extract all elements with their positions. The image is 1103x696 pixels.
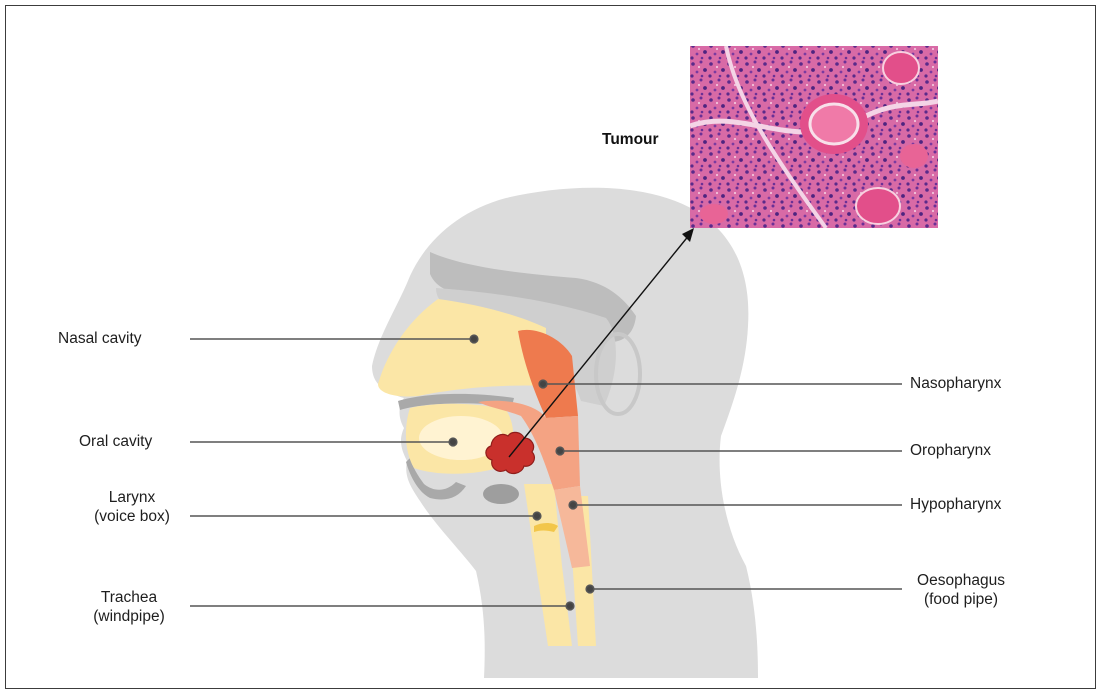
- larynx-label: Larynx (voice box): [80, 488, 184, 526]
- oesophagus-label: Oesophagus (food pipe): [906, 571, 1016, 609]
- tumour-label: Tumour: [602, 131, 659, 149]
- hyoid-bone: [483, 484, 519, 504]
- oral-cavity-label: Oral cavity: [79, 432, 152, 451]
- hypopharynx-label: Hypopharynx: [910, 495, 1001, 514]
- larynx-label-line1: Larynx: [80, 488, 184, 507]
- trachea-label-line1: Trachea: [76, 588, 182, 607]
- figure-frame: Tumour Nasal cavity Oral cavity Larynx (…: [5, 5, 1096, 689]
- nasopharynx-label: Nasopharynx: [910, 374, 1001, 393]
- histology-micrograph: [690, 46, 938, 228]
- oesophagus-label-line1: Oesophagus: [906, 571, 1016, 590]
- nasal-cavity-label: Nasal cavity: [58, 329, 142, 348]
- trachea-label: Trachea (windpipe): [76, 588, 182, 626]
- oesophagus-label-line2: (food pipe): [906, 590, 1016, 609]
- trachea-label-line2: (windpipe): [76, 607, 182, 626]
- larynx-label-line2: (voice box): [80, 507, 184, 526]
- oropharynx-label: Oropharynx: [910, 441, 991, 460]
